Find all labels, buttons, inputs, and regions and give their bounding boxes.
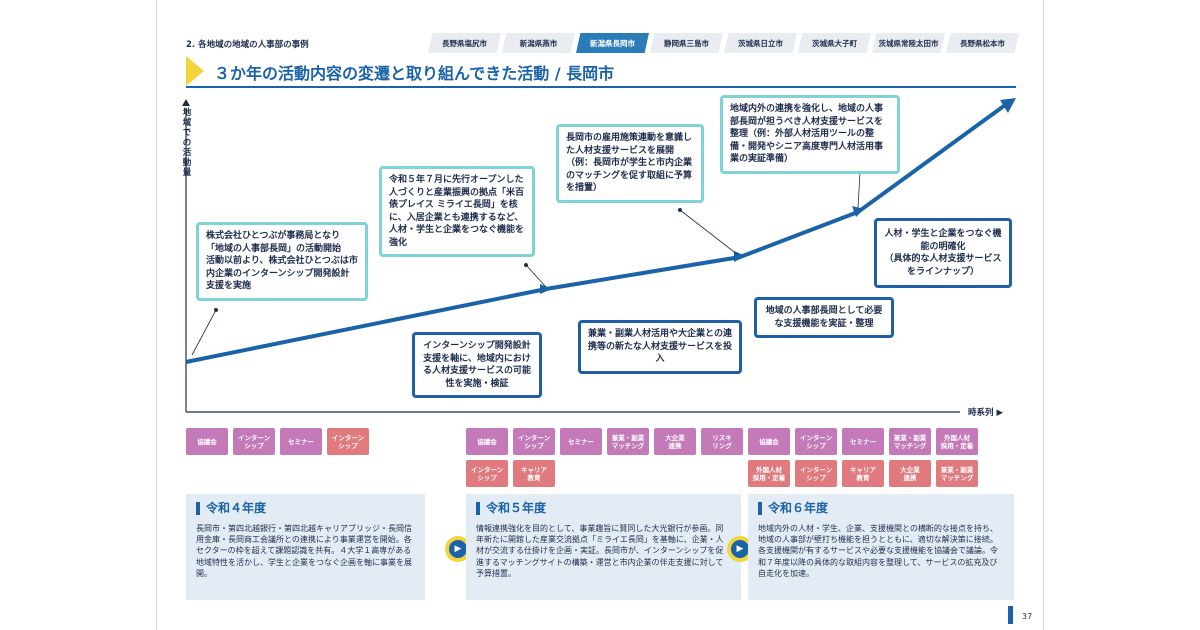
tag: 外国人材 採用・定着 <box>936 428 978 455</box>
callout-text: 令和５年７月に先行オープンした人づくりと産業振興の拠点「米百俵プレイス ミライエ… <box>389 175 525 248</box>
tag: インターン シップ <box>795 428 837 455</box>
callout-r4-start: 株式会社ひとつぶが事務局となり「地域の人事部長岡」の活動開始 活動以前より、株式… <box>196 222 368 301</box>
tab-hitachiota[interactable]: 茨城県常陸太田市 <box>872 33 945 53</box>
tag: インターン シップ <box>513 428 555 455</box>
y-axis-arrow-icon <box>182 99 190 106</box>
callout-r5-miraie: 令和５年７月に先行オープンした人づくりと産業振興の拠点「米百俵プレイス ミライエ… <box>379 166 535 257</box>
y-axis-label: 地域での活動量 <box>182 108 192 178</box>
tab-hitachi[interactable]: 茨城県日立市 <box>724 33 797 53</box>
tab-daigo[interactable]: 茨城県大子町 <box>798 33 871 53</box>
callout-internship-dev: インターンシップ開発設計支援を軸に、地域内における人材支援サービスの可能性を実施… <box>412 332 542 398</box>
callout-r6-collaboration: 地域内外の連携を強化し、地域の人事部長岡が担うべき人材支援サービスを整理（例：外… <box>720 95 900 174</box>
growth-arrowhead-icon <box>1000 98 1016 113</box>
tag: セミナー <box>280 428 322 455</box>
year-box-r4: 令和４年度 長岡市・第四北越銀行・第四北越キャリアブリッジ・長岡信用金庫・長岡商… <box>186 494 425 600</box>
callout-text: インターンシップ開発設計支援を軸に、地域内における人材支援サービスの可能性を実施… <box>422 341 531 389</box>
year-title: 令和５年度 <box>476 502 731 515</box>
region-tabs: 長野県塩尻市 新潟県燕市 新潟県長岡市 静岡県三島市 茨城県日立市 茨城県大子町… <box>428 33 1020 53</box>
tag: リスキ リング <box>701 428 743 455</box>
tab-tsubame[interactable]: 新潟県燕市 <box>502 33 575 53</box>
connector-2 <box>525 264 547 288</box>
connector-1 <box>191 309 217 356</box>
callout-text: 長岡市の雇用施策連動を意識した人材支援サービスを展開（例：長岡市が学生と市内企業… <box>566 133 693 193</box>
tag: 協議会 <box>748 428 790 455</box>
page-heading: ３か年の活動内容の変遷と取り組んできた活動 / 長岡市 <box>214 64 615 83</box>
callout-clarify-functions: 人材・学生と企業をつなぐ機能の明確化 （具体的な人材支援サービスをラインナップ） <box>874 218 1012 288</box>
page-number-bar <box>1008 606 1013 624</box>
callout-r5-employment: 長岡市の雇用施策連動を意識した人材支援サービスを展開（例：長岡市が学生と市内企業… <box>556 124 704 203</box>
year-body: 地域内外の人材・学生、企業、支援機関との横断的な接点を持ち、地域の人事部が壁打ち… <box>758 524 998 578</box>
tags-r5: 協議会 インターン シップ セミナー 兼業・副業 マッチング 大企業 連携 リス… <box>466 428 748 487</box>
arrow-marker-2-icon <box>734 251 746 262</box>
year-body: 長岡市・第四北越銀行・第四北越キャリアブリッジ・長岡信用金庫・長岡商工会議所との… <box>196 524 412 578</box>
year-title: 令和４年度 <box>196 502 415 515</box>
year-title: 令和６年度 <box>758 502 1004 515</box>
connector-4 <box>857 171 861 209</box>
tag: 兼業・副業 マッチング <box>607 428 649 455</box>
x-axis-label: 時系列 ▶ <box>968 408 1003 418</box>
year-body: 情報連携強化を目的として、事業趣旨に賛同した大光銀行が参画。同年新たに開館した産… <box>476 524 724 578</box>
year-box-r6: 令和６年度 地域内外の人材・学生、企業、支援機関との横断的な接点を持ち、地域の人… <box>748 494 1014 600</box>
callout-verify-functions: 地域の人事部長岡として必要な支援機能を実証・整理 <box>754 297 894 338</box>
page-number: 37 <box>1022 612 1033 621</box>
tags-r4: 協議会 インターン シップ セミナー インターン シップ <box>186 428 386 455</box>
connector-3 <box>679 209 739 256</box>
heading-underline <box>186 54 1016 88</box>
tag: インターン シップ <box>233 428 275 455</box>
section-title: 2. 各地域の地域の人事部の事例 <box>186 40 309 50</box>
tag: 外国人材 採用・定着 <box>748 460 790 487</box>
year-box-r5: 令和５年度 情報連携強化を目的として、事業趣旨に賛同した大光銀行が参画。同年新た… <box>466 494 741 600</box>
callout-text: 兼業・副業人材活用や大企業との連携等の新たな人材支援サービスを投入 <box>588 329 733 364</box>
tag: インターン シップ <box>795 460 837 487</box>
tab-matsumoto[interactable]: 長野県松本市 <box>946 33 1019 53</box>
callout-text: 地域内外の連携を強化し、地域の人事部長岡が担うべき人材支援サービスを整理（例：外… <box>730 104 884 164</box>
tags-r6: 協議会 インターン シップ セミナー 兼業・副業 マッチング 外国人材 採用・定… <box>748 428 1018 487</box>
tab-mishima[interactable]: 静岡県三島市 <box>650 33 723 53</box>
tag: 協議会 <box>466 428 508 455</box>
tag: 兼業・副業 マッチング <box>936 460 978 487</box>
tab-nagaoka[interactable]: 新潟県長岡市 <box>576 33 649 53</box>
tag: 大企業 連携 <box>889 460 931 487</box>
arrow-marker-3-icon <box>852 206 864 217</box>
callout-side-jobs: 兼業・副業人材活用や大企業との連携等の新たな人材支援サービスを投入 <box>578 320 742 374</box>
tag: 協議会 <box>186 428 228 455</box>
tag: キャリア 教育 <box>842 460 884 487</box>
tag: 兼業・副業 マッチング <box>889 428 931 455</box>
tag: 大企業 連携 <box>654 428 696 455</box>
tab-shiojiri[interactable]: 長野県塩尻市 <box>428 33 501 53</box>
tag: セミナー <box>560 428 602 455</box>
tag: キャリア 教育 <box>513 460 555 487</box>
arrow-marker-1-icon <box>540 284 552 294</box>
callout-text: 人材・学生と企業をつなぐ機能の明確化 （具体的な人材支援サービスをラインナップ） <box>884 229 1002 277</box>
tag: インターン シップ <box>466 460 508 487</box>
callout-text: 株式会社ひとつぶが事務局となり「地域の人事部長岡」の活動開始 活動以前より、株式… <box>206 231 358 291</box>
tag: インターン シップ <box>327 428 369 455</box>
callout-text: 地域の人事部長岡として必要な支援機能を実証・整理 <box>765 306 883 329</box>
tag: セミナー <box>842 428 884 455</box>
